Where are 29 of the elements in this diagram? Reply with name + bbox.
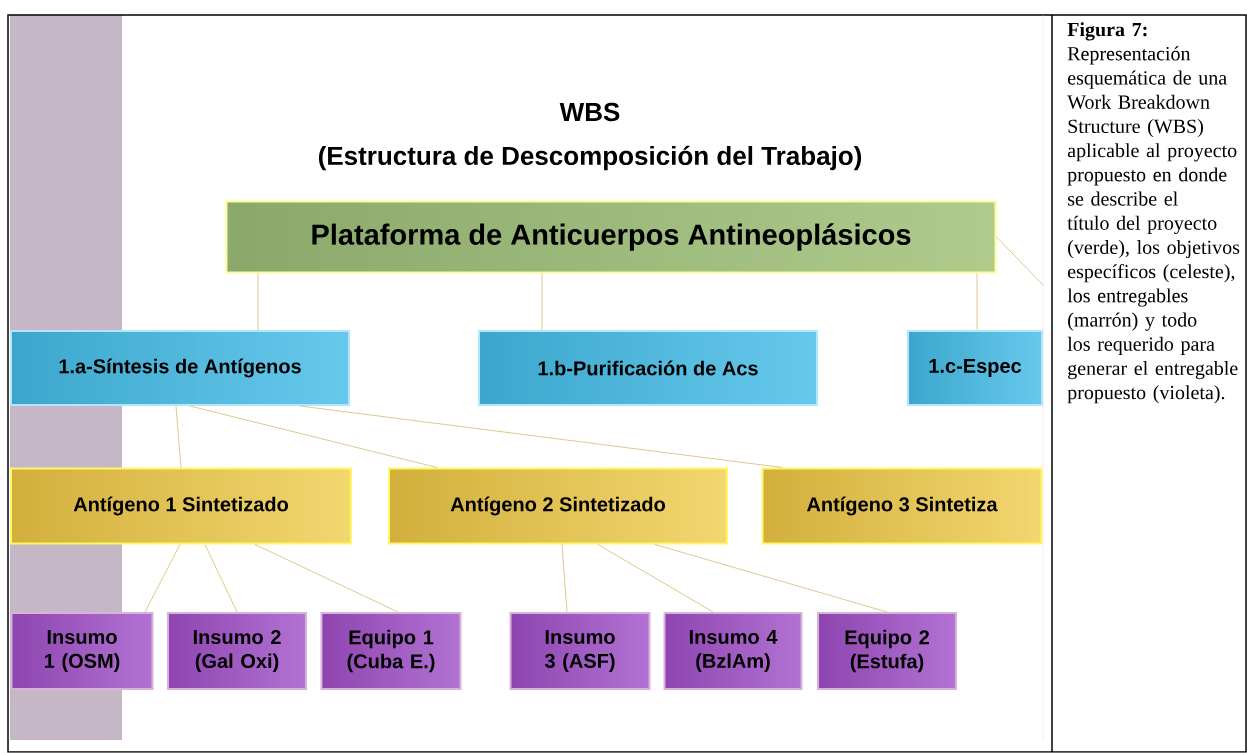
connector-line xyxy=(204,544,238,613)
objective-box: 1.b-Purificación de Acs xyxy=(478,330,818,406)
connector-line xyxy=(299,405,783,468)
connector-line xyxy=(561,544,568,613)
connector-line xyxy=(976,273,978,331)
requirement-box: Equipo 1 (Cuba E.) xyxy=(320,612,462,690)
requirement-box: Equipo 2 (Estufa) xyxy=(817,612,957,690)
connector-line xyxy=(541,273,543,331)
caption: Figura 7: Representación esquemática de una Work Breakdown Structure (WBS) aplicable al proyecto propuesto en donde se describe el título del proyecto (verde), los objetivos específicos (celeste), los entregables (marrón) y todo los requerido para generar el entregable propuesto (violeta). xyxy=(1067,22,1240,404)
connector-line xyxy=(175,405,182,468)
deliverable-box: Antígeno 1 Sintetizado xyxy=(10,467,352,545)
connector-line xyxy=(654,544,888,613)
objective-box: 1.c-Espec xyxy=(907,330,1043,406)
deliverable-box: Antígeno 2 Sintetizado xyxy=(388,467,728,545)
requirement-box: Insumo 3 (ASF) xyxy=(509,612,651,690)
title-box: Plataforma de Anticuerpos Antineoplásicos xyxy=(225,200,997,274)
objective-box: 1.a-Síntesis de Antígenos xyxy=(10,330,350,406)
deliverable-box: Antígeno 3 Sintetiza xyxy=(761,467,1043,545)
requirement-box: Insumo 1 (OSM) xyxy=(10,612,154,690)
subtitle: (Estructura de Descomposición del Trabajo) xyxy=(318,145,862,171)
title: WBS xyxy=(559,102,620,122)
connector-line xyxy=(189,405,438,468)
connector-line xyxy=(996,236,1044,286)
connector-line xyxy=(257,273,259,331)
connector-line xyxy=(144,544,181,613)
requirement-box: Insumo 4 (BzlAm) xyxy=(663,612,803,690)
connector-line xyxy=(597,544,714,613)
connector-line xyxy=(254,544,399,613)
requirement-box: Insumo 2 (Gal Oxi) xyxy=(167,612,307,690)
